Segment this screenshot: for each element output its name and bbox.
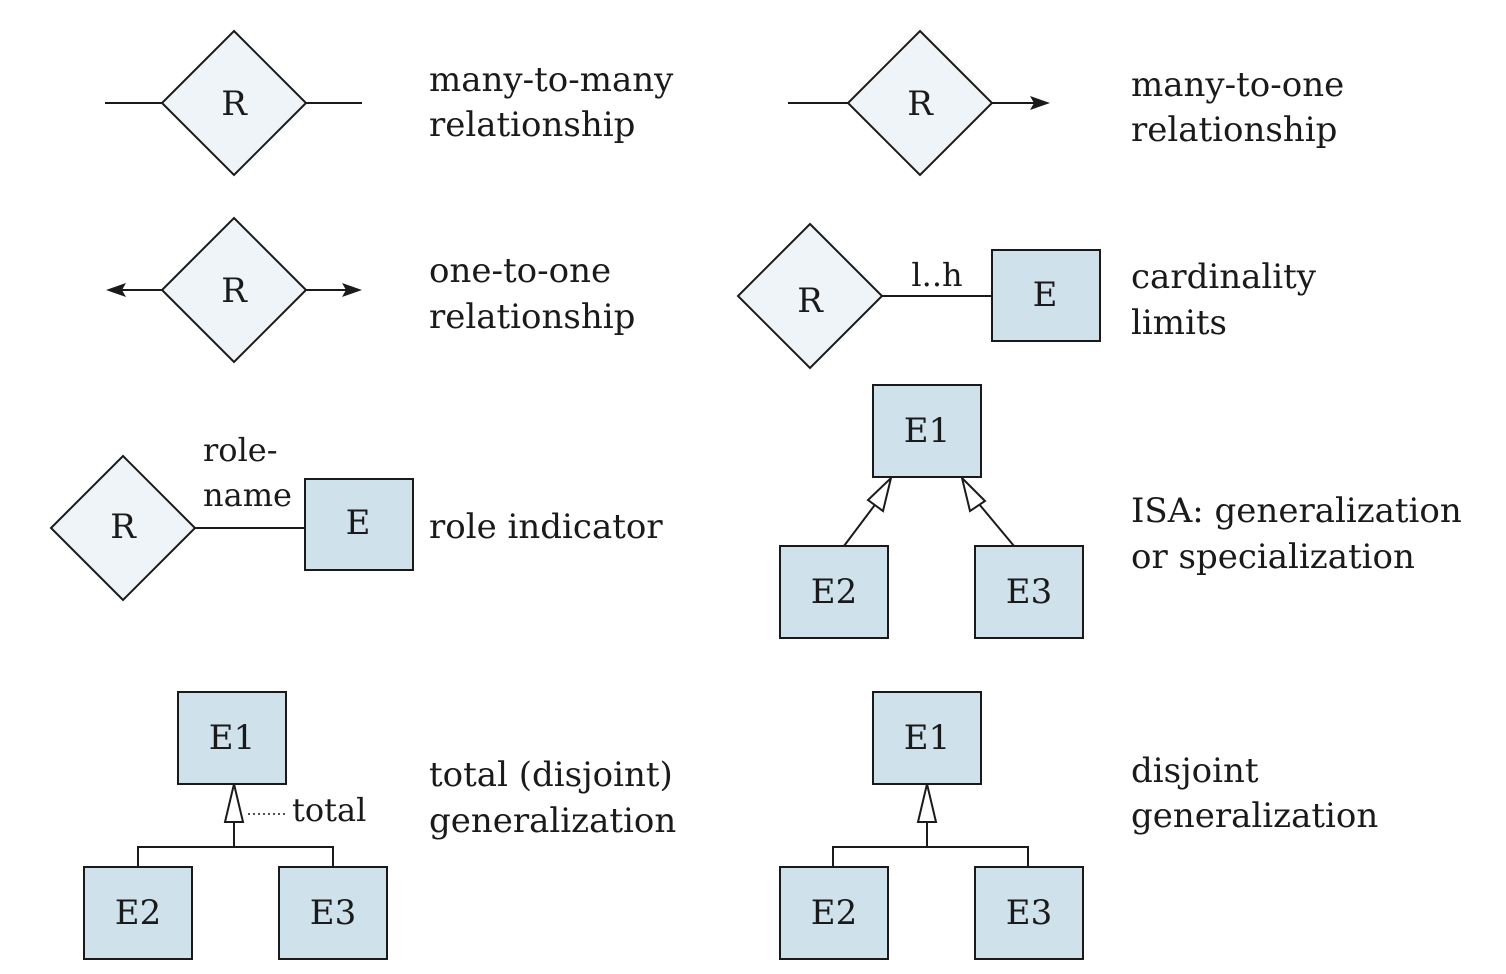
relationship-diamond: [49, 454, 197, 602]
entity-e3-box: [278, 866, 388, 960]
hierarchy-connector: [832, 846, 1029, 867]
entity-e1-label: E1: [904, 718, 950, 758]
left-arrow-head-icon: [106, 283, 126, 297]
entity-e3-box: [974, 545, 1084, 639]
relationship-diamond: [736, 222, 884, 370]
many-to-many-desc-line2: relationship: [429, 105, 635, 145]
right-branch-edge: [973, 497, 1015, 547]
total-desc-line1: total (disjoint): [429, 755, 673, 795]
isa-desc-line1: ISA: generalization: [1131, 491, 1462, 531]
role-indicator-example: R role- name E: [49, 431, 414, 602]
entity-label: E: [1033, 275, 1058, 315]
entity-e3-label: E3: [1006, 572, 1052, 612]
hollow-arrow-icon: [916, 783, 938, 823]
left-branch-edge: [843, 497, 881, 547]
arrow-head-icon: [1030, 96, 1050, 110]
relationship-label: R: [907, 84, 934, 124]
entity-e2-box: [779, 866, 889, 960]
relationship-diamond: [160, 29, 308, 177]
total-edge-label: total: [292, 791, 366, 829]
many-to-one-desc-line1: many-to-one: [1131, 65, 1344, 105]
total-generalization-example: total E1 E2 E3: [83, 691, 388, 960]
entity-e2-box: [83, 866, 193, 960]
cardinality-edge-label: l..h: [911, 256, 962, 294]
cardinality-desc-line1: cardinality: [1131, 257, 1317, 297]
entity-box: [304, 478, 414, 571]
right-hollow-arrow-icon: [960, 474, 987, 513]
total-desc-line2: generalization: [429, 801, 676, 841]
relationship-label: R: [797, 281, 824, 321]
role-name-label-line1: role-: [203, 431, 278, 469]
right-arrow-head-icon: [342, 283, 362, 297]
hierarchy-connector: [137, 846, 334, 867]
relationship-label: R: [221, 84, 248, 124]
left-hollow-arrow-icon: [866, 474, 893, 513]
many-to-many-example: R: [105, 29, 362, 177]
entity-label: E: [346, 503, 371, 543]
relationship-label: R: [221, 271, 248, 311]
many-to-many-desc-line1: many-to-many: [429, 60, 674, 100]
one-to-one-example: R: [106, 216, 362, 364]
entity-e2-label: E2: [115, 893, 161, 933]
disjoint-generalization-example: E1 E2 E3: [779, 691, 1084, 960]
entity-e3-box: [974, 866, 1084, 960]
disjoint-desc-line2: generalization: [1131, 796, 1378, 836]
entity-e3-label: E3: [1006, 893, 1052, 933]
relationship-label: R: [110, 507, 137, 547]
role-indicator-desc: role indicator: [429, 507, 663, 547]
one-to-one-desc-line2: relationship: [429, 297, 635, 337]
cardinality-desc-line2: limits: [1131, 303, 1227, 343]
entity-e2-label: E2: [811, 893, 857, 933]
entity-e1-box: [872, 384, 982, 478]
many-to-one-example: R: [788, 29, 1050, 177]
one-to-one-desc-line1: one-to-one: [429, 251, 611, 291]
cardinality-example: R l..h E: [736, 222, 1101, 370]
hollow-arrow-icon: [223, 783, 245, 823]
entity-e1-box: [872, 691, 982, 785]
relationship-diamond: [846, 29, 994, 177]
role-name-label-line2: name: [203, 476, 292, 514]
relationship-diamond: [160, 216, 308, 364]
entity-e2-box: [779, 545, 889, 639]
entity-e1-label: E1: [904, 411, 950, 451]
entity-e1-box: [177, 691, 287, 785]
entity-box: [991, 249, 1101, 342]
entity-e1-label: E1: [209, 718, 255, 758]
many-to-one-desc-line2: relationship: [1131, 110, 1337, 150]
entity-e3-label: E3: [310, 893, 356, 933]
isa-example: E1 E2 E3: [779, 384, 1084, 639]
disjoint-desc-line1: disjoint: [1131, 751, 1259, 791]
entity-e2-label: E2: [811, 572, 857, 612]
isa-desc-line2: or specialization: [1131, 537, 1415, 577]
